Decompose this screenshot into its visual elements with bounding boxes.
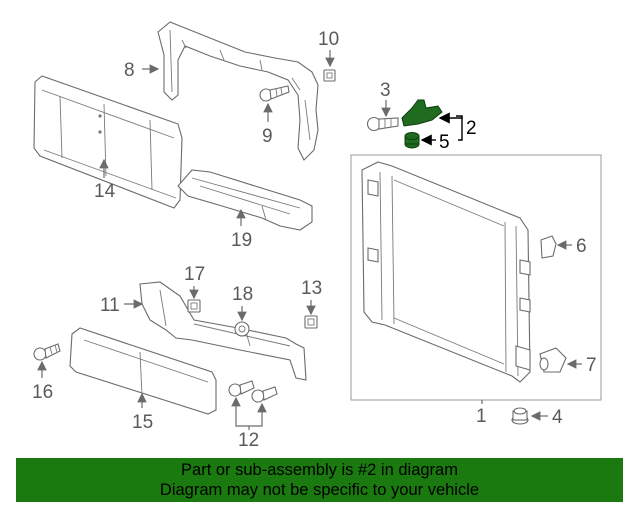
callout-labels: 8 10 9 3 2 5 14 19 6 7 4 1 11 17 13 18 1…: [32, 29, 597, 451]
part-8-upper-baffle: [157, 21, 319, 161]
info-banner: Part or sub-assembly is #2 in diagram Di…: [16, 458, 623, 502]
part-12-bolts: [228, 380, 278, 403]
callout-1: 1: [476, 406, 487, 427]
callout-9: 9: [262, 126, 273, 147]
callout-2: 2: [466, 118, 477, 139]
leader-lines: [37, 50, 582, 430]
part-5-insulator-highlighted: [404, 132, 420, 149]
callout-7: 7: [586, 355, 597, 376]
callout-3: 3: [380, 80, 391, 101]
callout-4: 4: [552, 407, 563, 428]
callout-16: 16: [32, 382, 53, 403]
banner-line-2: Diagram may not be specific to your vehi…: [159, 481, 480, 499]
part-6-bracket: [540, 235, 557, 259]
callout-15: 15: [132, 412, 153, 433]
part-15-lower-panel: [69, 327, 217, 415]
part-3-bolt: [366, 116, 399, 132]
part-14-side-deflector: [33, 75, 183, 209]
part-9-bolt: [259, 85, 290, 102]
callout-12: 12: [238, 430, 259, 451]
part-10-clip: [323, 69, 336, 82]
callout-13: 13: [301, 278, 322, 299]
part-4-insulator: [511, 407, 529, 425]
callout-10: 10: [318, 29, 339, 50]
part-13-clip: [304, 315, 318, 329]
callout-18: 18: [232, 284, 253, 305]
callout-8: 8: [124, 60, 135, 81]
part-2-bracket-highlighted: [401, 99, 443, 127]
callout-17: 17: [184, 264, 205, 285]
part-7-drain-plug: [539, 347, 567, 373]
callout-19: 19: [231, 230, 252, 251]
part-17-clip: [187, 299, 201, 313]
part-19-lower-deflector: [177, 169, 313, 231]
radiator-assembly-frame: [350, 154, 602, 401]
callout-6: 6: [576, 236, 587, 257]
part-18-nut: [234, 321, 250, 337]
callout-11: 11: [100, 295, 120, 316]
callout-14: 14: [94, 181, 116, 202]
part-16-bolt: [33, 343, 61, 361]
callout-5: 5: [439, 132, 450, 153]
part-1-radiator: [361, 161, 531, 383]
parts-diagram: 8 10 9 3 2 5 14 19 6 7 4 1 11 17 13 18 1…: [32, 21, 602, 451]
banner-line-1: Part or sub-assembly is #2 in diagram: [181, 461, 458, 479]
